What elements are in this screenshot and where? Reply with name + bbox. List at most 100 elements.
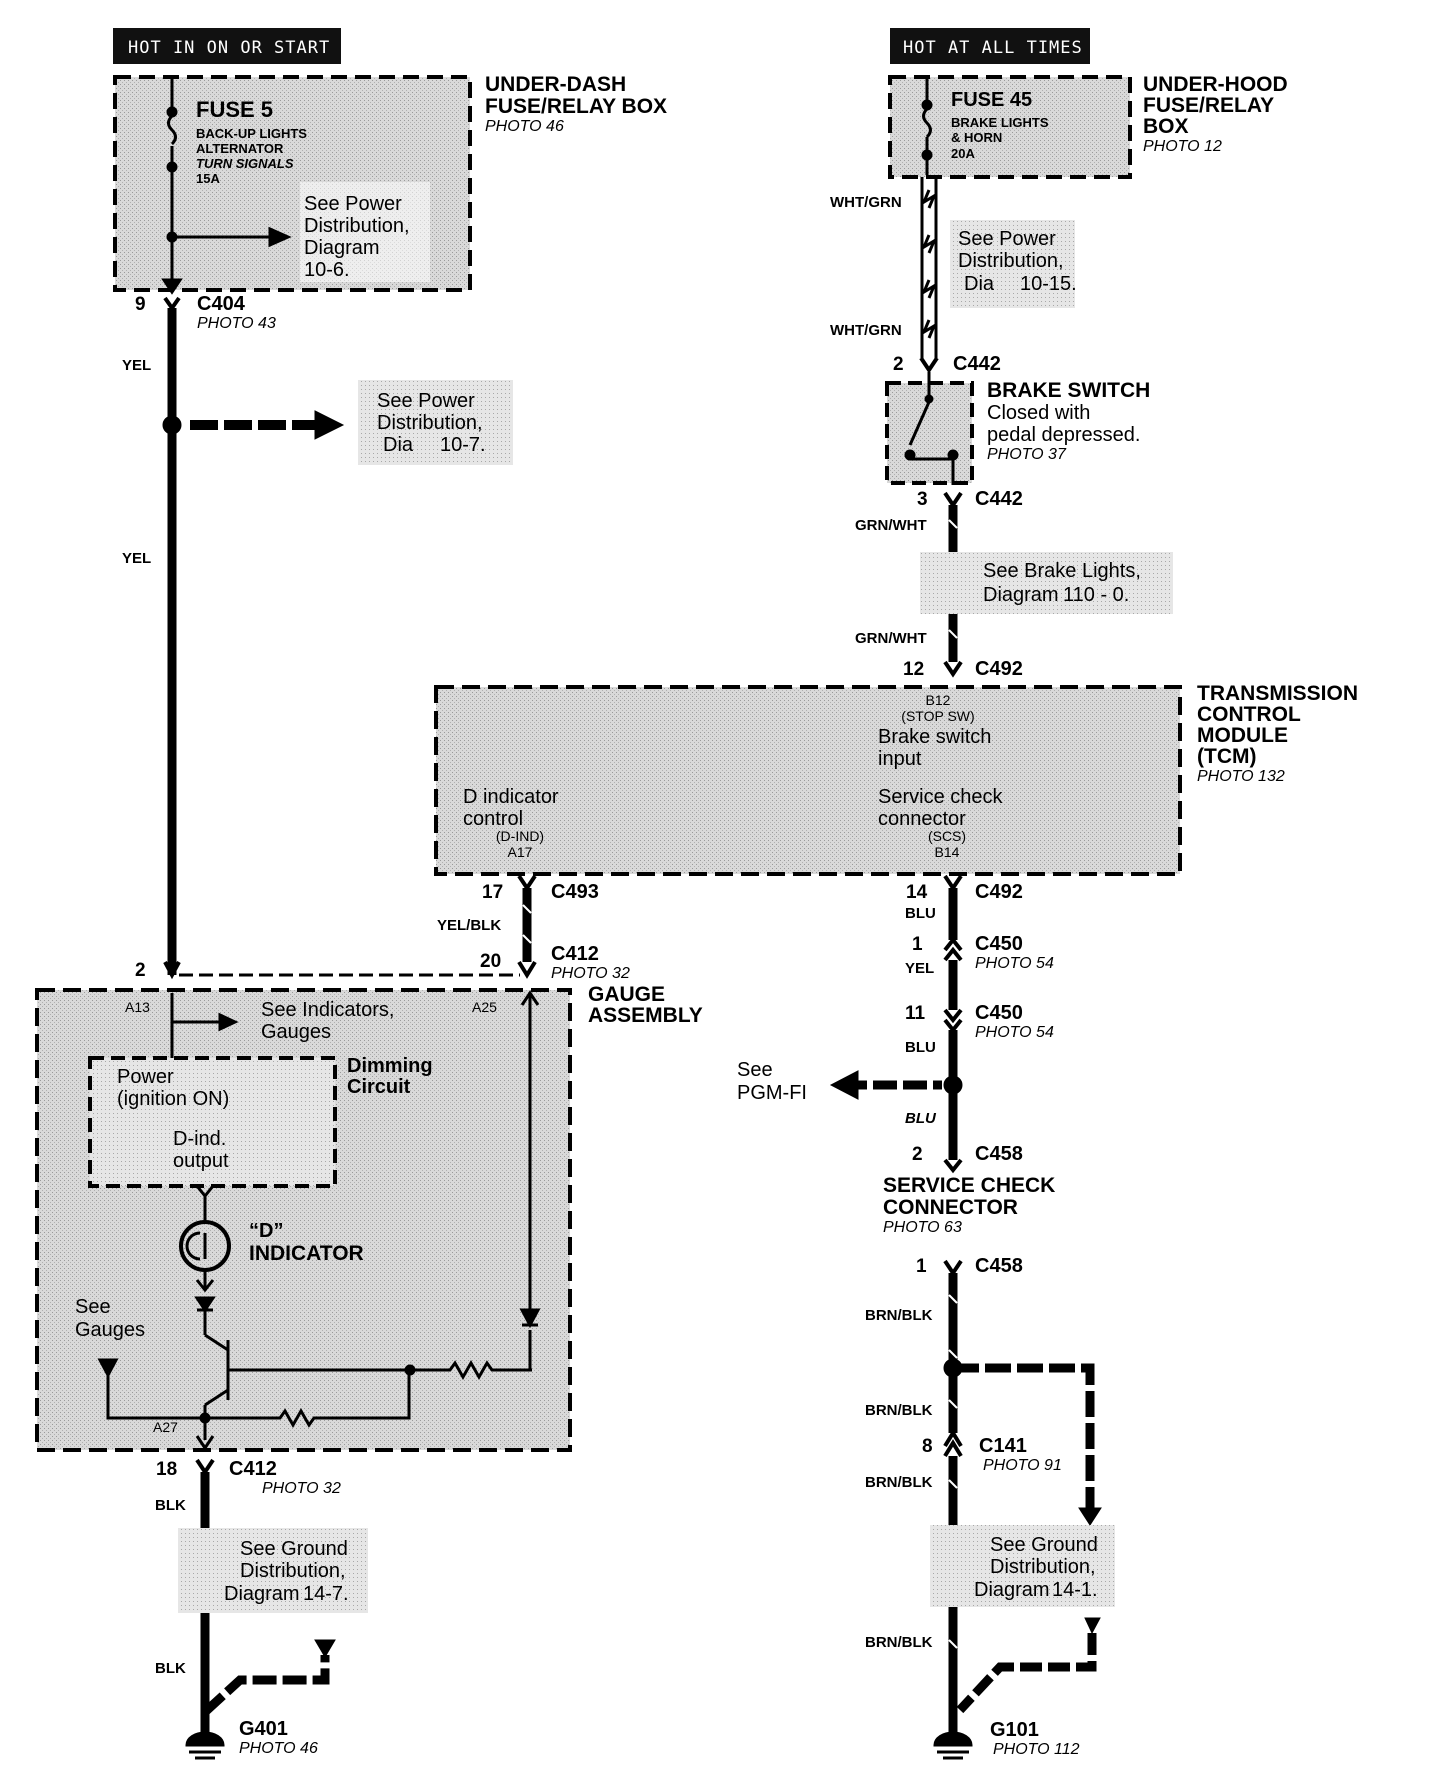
svg-text:Dia: Dia [383,434,414,456]
svg-text:Closed with: Closed with [987,402,1090,424]
svg-text:GAUGE: GAUGE [588,983,665,1006]
svg-text:BLU: BLU [905,1110,937,1127]
ground-g101-icon [933,1731,973,1760]
svg-text:C442: C442 [953,353,1001,375]
svg-text:Distribution,: Distribution, [958,250,1064,272]
svg-text:PHOTO 12: PHOTO 12 [1143,138,1222,155]
svg-text:10-7.: 10-7. [440,434,486,456]
svg-text:See Power: See Power [377,390,475,412]
gauge-assembly: GAUGE ASSEMBLY A13 A25 A27 See Indicator… [35,983,703,1452]
svg-text:C404: C404 [197,293,246,315]
svg-text:C493: C493 [551,881,599,903]
svg-text:BLK: BLK [155,1660,186,1677]
svg-text:ASSEMBLY: ASSEMBLY [588,1004,703,1027]
svg-text:1: 1 [916,1256,927,1277]
under-hood-fuse-box: UNDER-HOOD FUSE/RELAY BOX PHOTO 12 FUSE … [888,73,1288,179]
svg-text:B14: B14 [935,844,960,860]
svg-text:Dia: Dia [964,273,995,295]
svg-text:connector: connector [878,808,966,830]
svg-text:Gauges: Gauges [261,1021,331,1043]
svg-text:ALTERNATOR: ALTERNATOR [196,141,284,156]
svg-text:HOT IN ON OR START: HOT IN ON OR START [128,38,330,58]
wire-yel-blk [179,874,537,979]
svg-text:Gauges: Gauges [75,1319,145,1341]
svg-text:A13: A13 [125,999,150,1015]
svg-text:BRAKE LIGHTS: BRAKE LIGHTS [951,115,1049,130]
svg-text:C450: C450 [975,933,1023,955]
svg-text:BRN/BLK: BRN/BLK [865,1634,933,1651]
svg-text:(TCM): (TCM) [1197,745,1256,768]
svg-text:110 - 0.: 110 - 0. [1063,584,1129,606]
svg-text:2: 2 [135,960,146,981]
svg-text:PHOTO 54: PHOTO 54 [975,1024,1054,1041]
svg-text:(D-IND): (D-IND) [496,828,544,844]
svg-text:WHT/GRN: WHT/GRN [830,322,902,339]
svg-text:GRN/WHT: GRN/WHT [855,630,927,647]
svg-text:CONNECTOR: CONNECTOR [883,1196,1018,1219]
svg-text:See Power: See Power [304,193,402,215]
svg-text:See Ground: See Ground [990,1534,1098,1556]
svg-text:C450: C450 [975,1002,1023,1024]
svg-text:Diagram: Diagram [983,584,1059,606]
svg-text:G401: G401 [239,1718,288,1740]
ground-dist-note-14-1: See Ground Distribution, Diagram 14-1. [930,1525,1115,1607]
svg-text:BLU: BLU [905,1039,936,1056]
svg-text:PHOTO 54: PHOTO 54 [975,955,1054,972]
svg-text:pedal depressed.: pedal depressed. [987,424,1140,446]
svg-text:(ignition ON): (ignition ON) [117,1088,229,1110]
svg-text:PHOTO 46: PHOTO 46 [239,1740,318,1757]
svg-text:10-6.: 10-6. [304,259,350,281]
svg-text:PHOTO 43: PHOTO 43 [197,315,276,332]
svg-text:BLK: BLK [155,1497,186,1514]
svg-text:20: 20 [480,951,501,972]
svg-text:Diagram: Diagram [974,1579,1050,1601]
svg-text:C141: C141 [979,1435,1027,1457]
svg-text:Brake switch: Brake switch [878,726,991,748]
svg-text:PHOTO 112: PHOTO 112 [993,1741,1080,1758]
svg-text:“D”: “D” [249,1220,283,1242]
svg-text:SERVICE CHECK: SERVICE CHECK [883,1174,1055,1197]
svg-text:YEL: YEL [905,960,934,977]
svg-text:17: 17 [482,882,503,903]
svg-text:8: 8 [922,1436,933,1457]
wire-wht-grn [919,177,939,374]
svg-text:BRN/BLK: BRN/BLK [865,1474,933,1491]
svg-text:PHOTO 37: PHOTO 37 [987,446,1067,463]
svg-text:BRN/BLK: BRN/BLK [865,1307,933,1324]
svg-text:C412: C412 [229,1458,277,1480]
svg-text:11: 11 [905,1003,926,1024]
fuse-45 [921,79,933,175]
fuse-5 [161,79,292,295]
svg-text:UNDER-DASH: UNDER-DASH [485,73,626,96]
svg-text:HOT AT ALL TIMES: HOT AT ALL TIMES [903,38,1083,58]
svg-text:CONTROL: CONTROL [1197,703,1301,726]
svg-text:See Brake Lights,: See Brake Lights, [983,560,1141,582]
svg-text:GRN/WHT: GRN/WHT [855,517,927,534]
svg-text:(STOP SW): (STOP SW) [901,708,974,724]
svg-text:Circuit: Circuit [347,1076,411,1098]
svg-text:See: See [75,1296,111,1318]
svg-text:& HORN: & HORN [951,130,1002,145]
svg-text:BACK-UP LIGHTS: BACK-UP LIGHTS [196,126,307,141]
svg-text:Power: Power [117,1066,174,1088]
svg-text:A17: A17 [508,844,533,860]
svg-text:output: output [173,1150,229,1172]
svg-text:Distribution,: Distribution, [990,1556,1096,1578]
svg-text:BRAKE SWITCH: BRAKE SWITCH [987,379,1150,402]
svg-text:PHOTO 32: PHOTO 32 [262,1480,341,1497]
under-dash-fuse-box: UNDER-DASH FUSE/RELAY BOX PHOTO 46 FUSE … [113,73,667,292]
svg-text:14-1.: 14-1. [1052,1579,1098,1601]
svg-text:See Ground: See Ground [240,1538,348,1560]
svg-text:(SCS): (SCS) [928,828,966,844]
svg-text:YEL: YEL [122,357,151,374]
svg-text:12: 12 [903,659,924,680]
svg-text:Diagram: Diagram [224,1583,300,1605]
svg-text:FUSE/RELAY: FUSE/RELAY [1143,94,1274,117]
svg-text:A25: A25 [472,999,497,1015]
svg-text:C458: C458 [975,1255,1023,1277]
svg-text:FUSE/RELAY BOX: FUSE/RELAY BOX [485,95,667,118]
svg-text:PHOTO 46: PHOTO 46 [485,118,564,135]
brake-lights-note: See Brake Lights, Diagram 110 - 0. [920,552,1173,614]
svg-text:FUSE 45: FUSE 45 [951,89,1032,111]
